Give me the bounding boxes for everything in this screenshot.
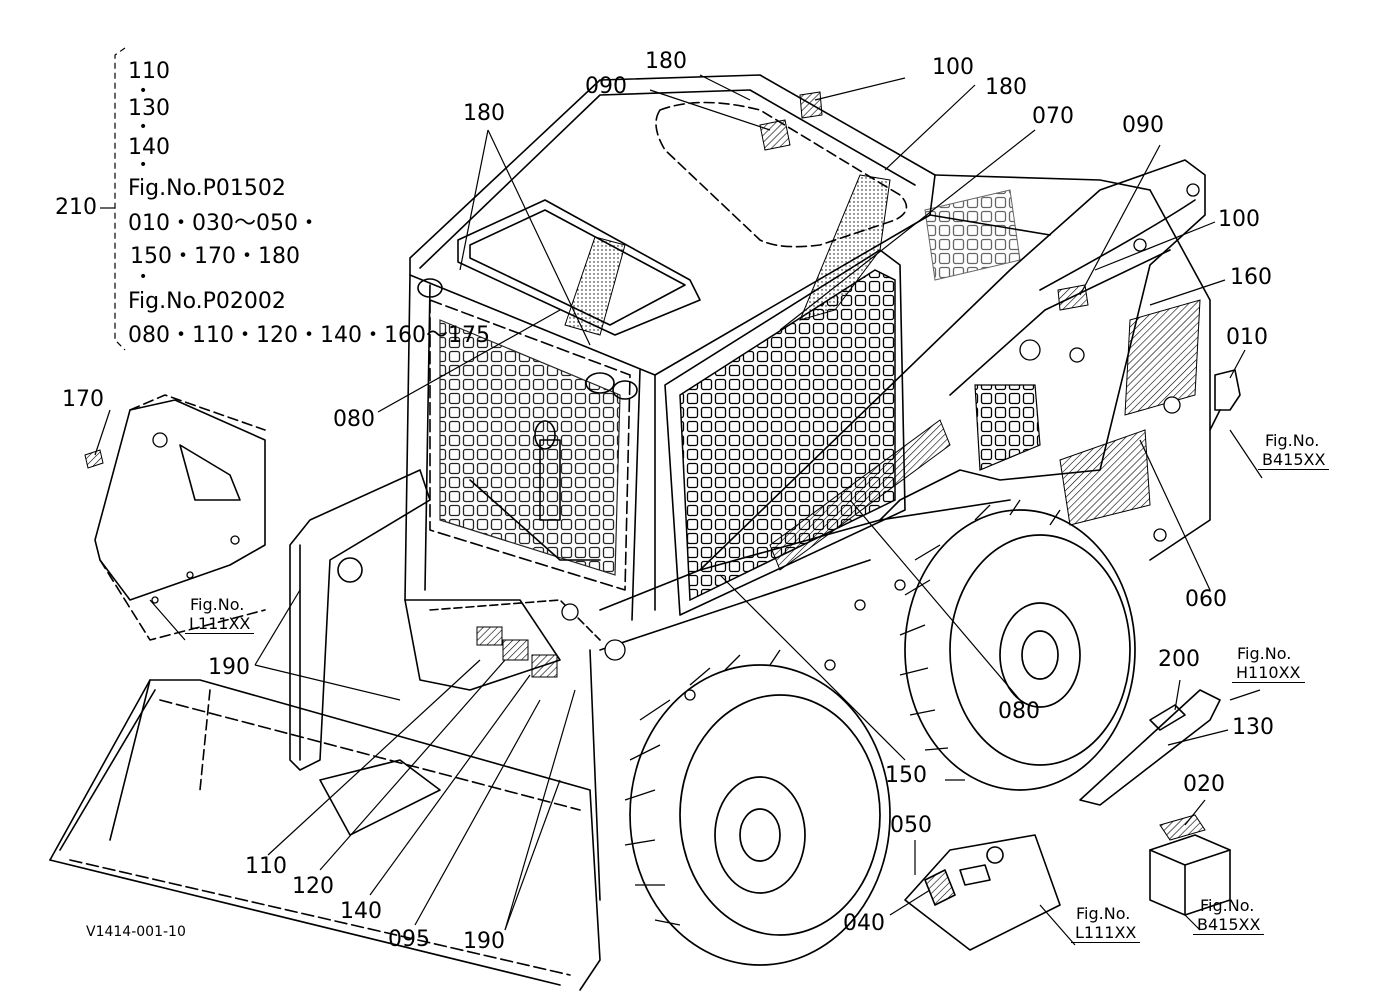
figure-ref-code: H110XX (1232, 663, 1305, 683)
separator-dot: • (139, 157, 148, 173)
separator-dot: • (139, 83, 148, 99)
callout-070: 070 (1032, 104, 1074, 129)
figure-reference: Fig.No. L111XX (1071, 904, 1141, 943)
figure-reference: Fig.No. B415XX (1193, 896, 1265, 935)
group-line-2: 130 (128, 96, 170, 121)
group-line-6: 150・170・180 (130, 244, 300, 269)
figure-ref-code: L111XX (1071, 923, 1141, 943)
callout-140: 140 (340, 899, 382, 924)
figure-reference: Fig.No. H110XX (1232, 644, 1305, 683)
leader-lines (94, 47, 1263, 946)
callout-100: 100 (1218, 207, 1260, 232)
figure-reference: Fig.No. L111XX (185, 595, 255, 634)
callout-120: 120 (292, 874, 334, 899)
group-line-5: 010・030～050・ (128, 211, 320, 236)
callout-080: 080 (333, 407, 375, 432)
group-line-3: 140 (128, 135, 170, 160)
group-line-7: Fig.No.P02002 (128, 289, 286, 314)
callout-060: 060 (1185, 587, 1227, 612)
callout-130: 130 (1232, 715, 1274, 740)
callout-180: 180 (463, 101, 505, 126)
callout-050: 050 (890, 813, 932, 838)
callout-190: 190 (208, 655, 250, 680)
figure-ref-label: Fig.No. (1265, 431, 1320, 450)
callout-160: 160 (1230, 265, 1272, 290)
figure-ref-code: B415XX (1258, 450, 1330, 470)
fasteners (151, 183, 1200, 701)
callout-010: 010 (1226, 325, 1268, 350)
callout-040: 040 (843, 911, 885, 936)
callout-200: 200 (1158, 647, 1200, 672)
group-line-8: 080・110・120・140・160～175 (128, 323, 490, 348)
wheels (629, 509, 1136, 966)
figure-reference: Fig.No. B415XX (1258, 431, 1330, 470)
callout-170: 170 (62, 387, 104, 412)
callout-080: 080 (998, 699, 1040, 724)
callout-150: 150 (885, 763, 927, 788)
decals (84, 91, 1206, 906)
callout-090: 090 (1122, 113, 1164, 138)
callout-110: 110 (245, 854, 287, 879)
figure-ref-code: B415XX (1193, 915, 1265, 935)
figure-ref-label: Fig.No. (1237, 644, 1292, 663)
callout-190: 190 (463, 929, 505, 954)
figure-ref-label: Fig.No. (1200, 896, 1255, 915)
callout-210: 210 (55, 195, 97, 220)
figure-ref-code: L111XX (185, 614, 255, 634)
callout-020: 020 (1183, 772, 1225, 797)
callout-090: 090 (585, 74, 627, 99)
separator-dot: • (139, 119, 148, 135)
figure-ref-label: Fig.No. (1076, 904, 1131, 923)
drawing-code: V1414-001-10 (86, 924, 186, 940)
separator-dot: • (139, 269, 148, 285)
body-outline (49, 74, 1241, 991)
group-line-4: Fig.No.P01502 (128, 176, 286, 201)
callout-180: 180 (645, 49, 687, 74)
figure-ref-label: Fig.No. (190, 595, 245, 614)
tire-treads (624, 499, 1061, 926)
group-line-1: 110 (128, 59, 170, 84)
callout-100: 100 (932, 55, 974, 80)
callout-180: 180 (985, 75, 1027, 100)
callout-095: 095 (388, 927, 430, 952)
